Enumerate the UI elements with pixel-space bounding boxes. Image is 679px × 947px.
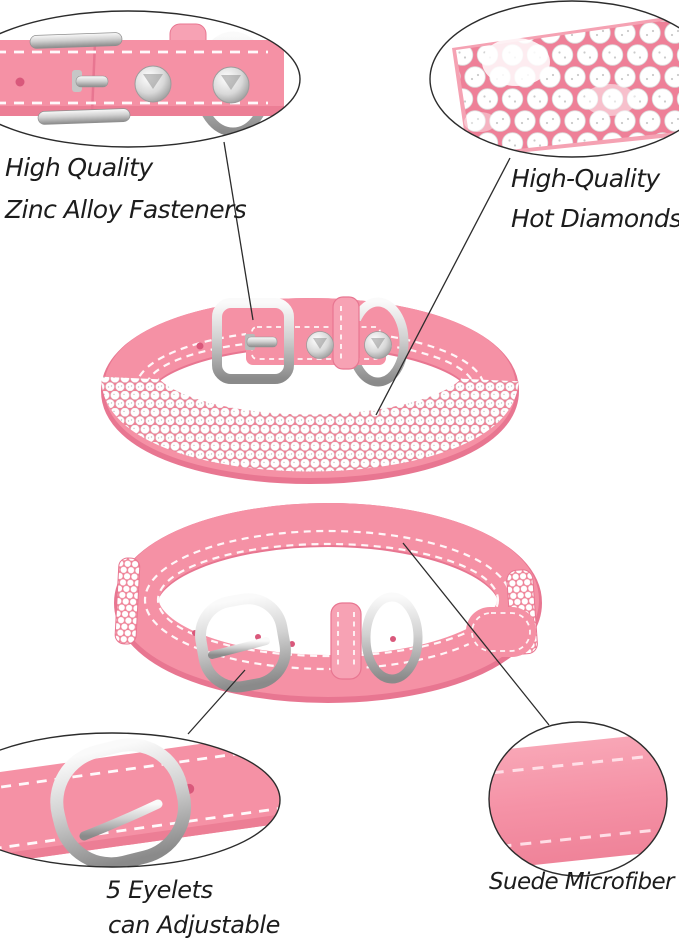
buckle-prong <box>246 336 278 348</box>
leader-lines <box>187 141 550 735</box>
collar-back-view <box>114 503 542 703</box>
eyelet-holes <box>192 630 396 647</box>
dome-rivet <box>134 65 172 103</box>
callout-eyelets-closeup <box>0 732 281 868</box>
buckle-bar <box>37 108 131 125</box>
suede-swatch <box>489 732 667 869</box>
callout-rhinestone-closeup <box>429 0 679 158</box>
buckle-bar <box>29 32 123 49</box>
collar-front-view <box>101 296 519 484</box>
rhinestone-band <box>101 375 519 472</box>
buckle-frame <box>50 738 192 867</box>
buckle-frame <box>212 298 294 384</box>
strap-tip <box>466 607 536 657</box>
leader-line-fasteners <box>223 141 254 321</box>
buckle-frame <box>195 593 291 693</box>
strap-hole <box>196 342 204 350</box>
keeper-loop <box>330 602 362 680</box>
leader-line-eyelets <box>187 669 246 735</box>
leader-line-rhinestones <box>375 157 511 416</box>
buckle-prong <box>208 637 270 659</box>
strap-hole <box>15 77 25 87</box>
callout-fasteners-closeup <box>0 10 301 148</box>
dome-rivet <box>364 331 392 359</box>
inner-stitching <box>156 542 500 658</box>
keeper-loop <box>332 296 360 370</box>
rhinestone-edge-left <box>114 557 141 645</box>
callout-suede-closeup <box>488 721 668 877</box>
dome-rivet <box>212 66 250 104</box>
leader-line-suede <box>402 542 550 726</box>
buckle-prong <box>75 75 109 88</box>
d-ring <box>361 592 423 684</box>
dome-rivet <box>306 331 334 359</box>
glare-highlight <box>482 38 550 86</box>
buckle-hardware <box>196 296 409 387</box>
buckle-prong <box>79 799 163 841</box>
